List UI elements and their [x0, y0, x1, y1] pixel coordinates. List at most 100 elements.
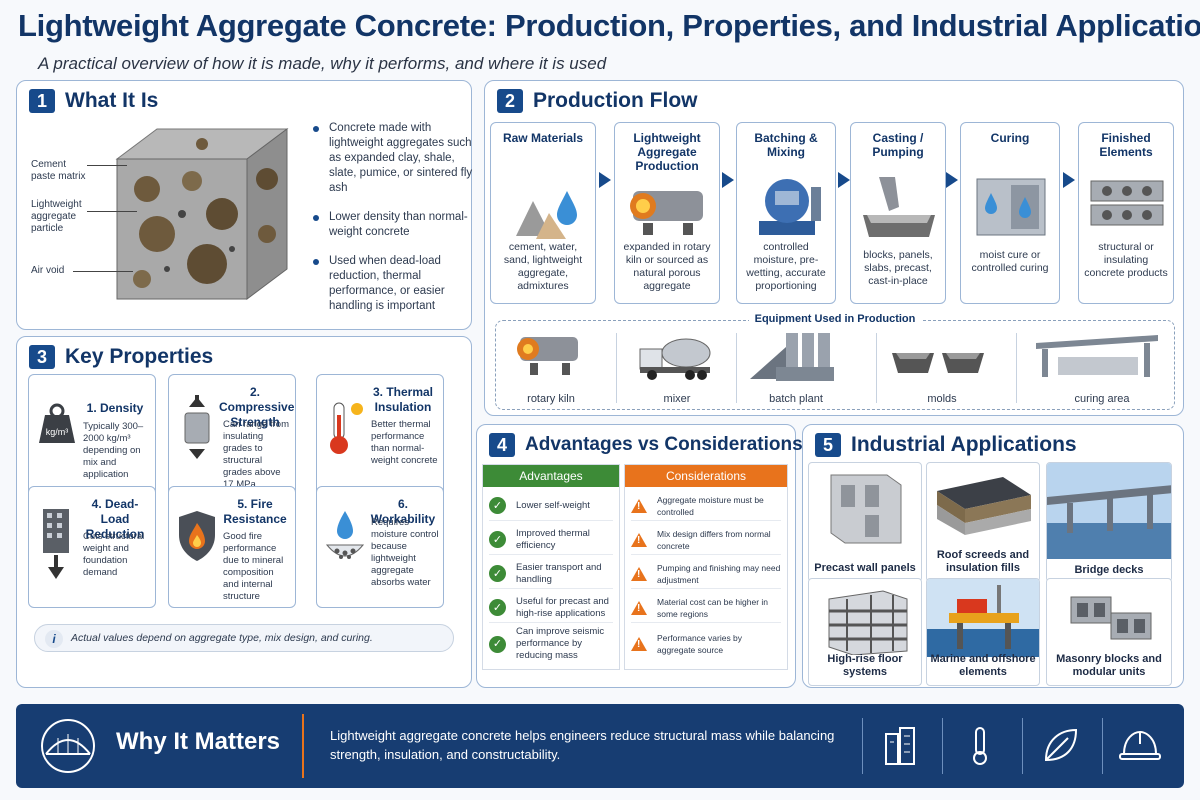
properties-note: i Actual values depend on aggregate type,… [34, 624, 454, 652]
consideration-item: Pumping and finishing may need adjustmen… [657, 562, 781, 585]
property-desc: Requires moisture control because lightw… [371, 517, 439, 588]
check-icon: ✓ [489, 599, 506, 616]
bullet-item: Used when dead-load reduction, thermal p… [307, 254, 477, 314]
callout-aggregate-particle: Lightweight aggregate particle [31, 199, 82, 234]
equipment-label: molds [927, 393, 957, 405]
check-icon: ✓ [489, 531, 506, 548]
consideration-item: Material cost can be higher in some regi… [657, 596, 769, 619]
property-desc: Good fire performance due to mineral com… [223, 531, 284, 602]
step-batching-mixing: Batching & Mixing controlled moisture, p… [736, 122, 836, 304]
application-label: Marine and offshore elements [930, 653, 1036, 678]
why-it-matters-banner: Why It Matters Lightweight aggregate con… [16, 704, 1184, 788]
flow-arrow-icon [599, 172, 611, 188]
callout-air-void: Air void [31, 265, 65, 276]
casting-icon [863, 177, 935, 237]
section-title: What It Is [65, 89, 159, 112]
footer-title: Why It Matters [116, 728, 281, 755]
step-finished-elements: Finished Elements structural or insulati… [1078, 122, 1174, 304]
section-title: Production Flow [533, 89, 698, 112]
warning-icon [631, 566, 647, 581]
application-label: Bridge decks [1047, 560, 1171, 581]
step-desc: moist cure or controlled curing [971, 249, 1049, 274]
application-label: Masonry blocks and modular units [1056, 653, 1162, 678]
section-title: Industrial Applications [851, 433, 1077, 456]
flow-arrow-icon [1063, 172, 1075, 188]
flow-arrow-icon [722, 172, 734, 188]
property-density: kg/m³ 1. Density Typically 300–2000 kg/m… [28, 374, 156, 496]
considerations-header: Considerations [625, 465, 787, 487]
warning-icon [631, 532, 647, 547]
wall-panel-icon [830, 474, 902, 544]
mixer-machine-icon [759, 179, 821, 235]
property-title: 2. Compressive Strength [219, 385, 295, 429]
hard-hat-icon [1119, 730, 1161, 760]
thermometer-icon [330, 402, 363, 454]
flow-arrow-icon [838, 172, 850, 188]
advantage-item: Can improve seismic performance by reduc… [516, 626, 605, 661]
step-curing: Curing moist cure or controlled curing [960, 122, 1060, 304]
batch-plant-icon [750, 333, 834, 381]
property-title: 3. Thermal Insulation [372, 385, 434, 414]
info-icon: i [45, 630, 63, 648]
check-icon: ✓ [489, 635, 506, 653]
compression-icon [184, 395, 210, 459]
consideration-item: Mix design differs from normal concrete [657, 528, 771, 551]
considerations-column: Considerations Aggregate moisture must b… [624, 464, 788, 670]
section-number: 3 [29, 345, 55, 369]
property-desc: Better thermal performance than normal-w… [371, 419, 438, 466]
step-title: Lightweight Aggregate Production [633, 131, 701, 173]
property-title: 5. Fire Resistance [223, 497, 287, 526]
masonry-block-icon [1070, 596, 1152, 640]
step-title: Batching & Mixing [754, 131, 818, 159]
fire-shield-icon [179, 511, 215, 561]
thermometer-footer-icon [973, 727, 987, 765]
equipment-label: rotary kiln [527, 393, 575, 405]
hollowcore-slab-icon [1090, 180, 1164, 226]
property-desc: Typically 300–2000 kg/m³ depending on mi… [83, 421, 144, 480]
curing-area-icon [1036, 335, 1158, 377]
step-raw-materials: Raw Materials cement, water, sand, light… [490, 122, 596, 304]
mixer-truck-icon [639, 338, 711, 380]
section-title: Advantages vs Considerations [525, 434, 803, 455]
property-fire-resistance: 5. Fire Resistance Good fire performance… [168, 486, 296, 608]
note-text: Actual values depend on aggregate type, … [71, 632, 373, 644]
equipment-label: mixer [663, 393, 691, 405]
step-desc: expanded in rotary kiln or sourced as na… [623, 241, 711, 292]
equipment-label: batch plant [769, 393, 823, 405]
section-number: 4 [489, 433, 515, 457]
advantage-item: Lower self-weight [516, 499, 590, 511]
step-desc: blocks, panels, slabs, precast, cast-in-… [863, 249, 933, 287]
bullet-item: Lower density than normal-weight concret… [307, 210, 477, 240]
advantage-item: Easier transport and handling [516, 561, 602, 585]
molds-icon [892, 353, 984, 373]
step-title: Casting / Pumping [872, 131, 924, 159]
property-desc: Can range from insulating grades to stru… [223, 419, 290, 490]
rotary-kiln-icon [630, 191, 703, 235]
application-label: Roof screeds and insulation fills [936, 549, 1030, 574]
step-desc: cement, water, sand, lightweight aggrega… [503, 241, 583, 292]
step-title: Finished Elements [1099, 131, 1153, 159]
equipment-box: Equipment Used in Production rotary kiln… [495, 313, 1175, 410]
property-workability: 6. Workability Requires moisture control… [316, 486, 444, 608]
app-precast-panels: Precast wall panels [808, 462, 922, 582]
curing-chamber-icon [976, 178, 1046, 236]
page-title: Lightweight Aggregate Concrete: Producti… [18, 8, 1200, 43]
high-rise-frame-icon [828, 590, 908, 655]
flow-arrow-icon [946, 172, 958, 188]
check-icon: ✓ [489, 497, 506, 514]
warning-icon [631, 498, 647, 513]
section-number: 2 [497, 89, 523, 113]
step-casting-pumping: Casting / Pumping blocks, panels, slabs,… [850, 122, 946, 304]
leaf-icon [1044, 728, 1078, 762]
advantage-item: Useful for precast and high-rise applica… [516, 595, 609, 619]
section-title: Key Properties [65, 345, 214, 368]
buildings-icon [885, 727, 915, 765]
water-drop-icon [325, 511, 365, 559]
application-label: Precast wall panels [814, 562, 916, 574]
property-desc: Cuts structural weight and foundation de… [83, 531, 145, 578]
step-title: Raw Materials [502, 131, 584, 145]
concrete-cube-illustration [115, 128, 289, 300]
warning-icon [631, 600, 647, 615]
building-load-icon [43, 509, 69, 579]
